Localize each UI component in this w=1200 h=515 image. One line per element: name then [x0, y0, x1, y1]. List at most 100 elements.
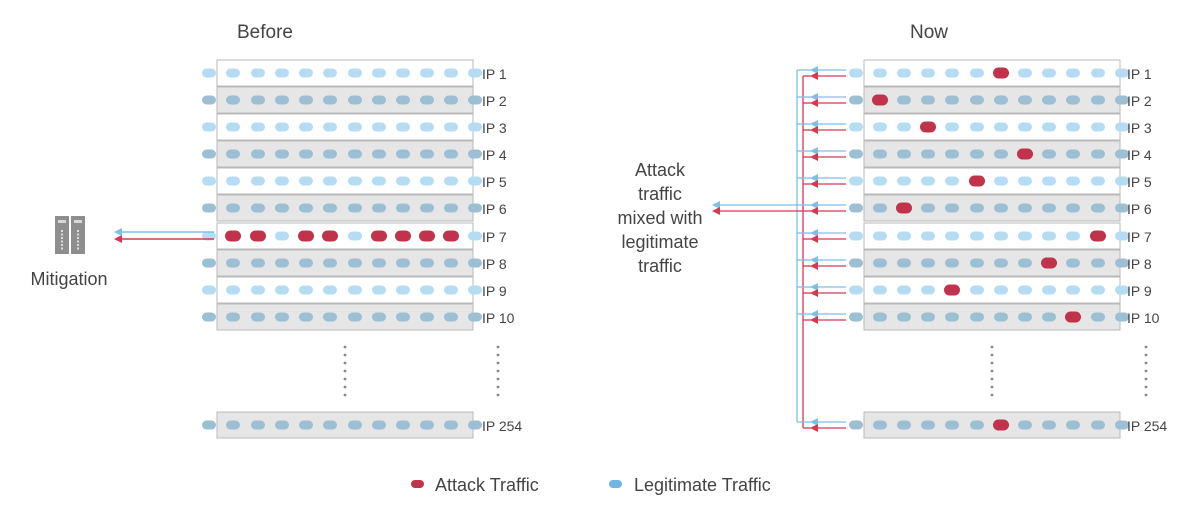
legit-packet	[299, 285, 313, 295]
before-ip-row: IP 2	[202, 86, 507, 114]
now-ip-row: IP 4	[810, 140, 1152, 168]
legit-packet	[1042, 285, 1056, 295]
ellipsis-dot	[496, 393, 500, 397]
legit-packet	[1018, 285, 1032, 295]
ellipsis-dot	[990, 369, 994, 373]
mixed-traffic-line: traffic	[638, 256, 682, 276]
legit-packet	[299, 258, 313, 268]
legit-packet	[226, 149, 240, 159]
legit-packet	[897, 95, 911, 105]
legit-packet	[396, 68, 410, 78]
ellipsis-dot	[1144, 353, 1148, 357]
legit-packet	[420, 122, 434, 132]
legit-packet	[348, 95, 362, 105]
legit-packet	[921, 258, 935, 268]
legit-packet	[945, 312, 959, 322]
legit-arrowhead	[810, 229, 818, 237]
legit-packet	[1115, 312, 1129, 322]
legit-packet	[251, 203, 265, 213]
legit-packet	[226, 312, 240, 322]
legit-packet	[1042, 420, 1056, 430]
legit-packet	[1042, 149, 1056, 159]
legit-packet	[873, 68, 887, 78]
legit-arrowhead	[810, 201, 818, 209]
ellipsis-dot	[343, 353, 347, 357]
legit-packet	[275, 95, 289, 105]
legit-packet	[897, 312, 911, 322]
ellipsis-dot	[496, 385, 500, 389]
legit-packet	[348, 149, 362, 159]
legit-packet	[945, 231, 959, 241]
legit-packet	[897, 176, 911, 186]
now-ip-row: IP 9	[810, 276, 1152, 304]
server-led	[61, 247, 63, 250]
ellipsis-dot	[343, 361, 347, 365]
legit-packet	[1018, 231, 1032, 241]
legit-packet	[348, 312, 362, 322]
legit-packet	[348, 420, 362, 430]
legit-packet	[468, 122, 482, 132]
ellipsis-dot	[496, 361, 500, 365]
legit-packet	[945, 95, 959, 105]
legend-attack-swatch	[411, 480, 424, 488]
legit-packet	[1066, 122, 1080, 132]
legit-packet	[251, 149, 265, 159]
legit-packet	[202, 203, 216, 213]
legit-packet	[921, 285, 935, 295]
legit-packet	[468, 149, 482, 159]
legit-packet	[226, 258, 240, 268]
legit-packet	[468, 176, 482, 186]
legit-packet	[1042, 176, 1056, 186]
legit-packet	[1042, 122, 1056, 132]
legit-packet	[970, 285, 984, 295]
legit-packet	[921, 231, 935, 241]
legit-packet	[323, 203, 337, 213]
legit-packet	[323, 258, 337, 268]
legit-packet	[1018, 203, 1032, 213]
legit-packet	[348, 122, 362, 132]
attack-packet	[993, 419, 1009, 431]
ip-label: IP 254	[1127, 418, 1167, 434]
legit-packet	[372, 68, 386, 78]
legit-packet	[323, 122, 337, 132]
legit-packet	[468, 312, 482, 322]
legit-packet	[396, 258, 410, 268]
attack-packet	[920, 121, 936, 133]
server-slot	[58, 220, 66, 223]
before-ip-row: IP 7	[202, 222, 507, 250]
legit-packet	[994, 203, 1008, 213]
ellipsis-dot	[343, 345, 347, 349]
legit-packet	[994, 231, 1008, 241]
server-led	[77, 233, 79, 236]
legit-packet	[945, 420, 959, 430]
attack-arrowhead	[810, 99, 818, 107]
legit-packet	[275, 122, 289, 132]
legit-packet	[849, 312, 863, 322]
legit-packet	[372, 420, 386, 430]
before-ip-row: IP 5	[202, 167, 507, 195]
legit-arrowhead	[810, 147, 818, 155]
legit-packet	[348, 231, 362, 241]
legit-packet	[994, 258, 1008, 268]
legit-packet	[1091, 312, 1105, 322]
legend-legit-swatch	[609, 480, 622, 488]
legit-packet	[226, 95, 240, 105]
legit-packet	[849, 149, 863, 159]
legit-packet	[251, 312, 265, 322]
legit-packet	[396, 203, 410, 213]
legit-packet	[849, 231, 863, 241]
legit-packet	[468, 68, 482, 78]
attack-arrowhead	[810, 316, 818, 324]
legit-packet	[444, 312, 458, 322]
legit-packet	[372, 203, 386, 213]
legit-packet	[299, 95, 313, 105]
ip-label: IP 7	[1127, 229, 1152, 245]
ip-label: IP 6	[482, 201, 507, 217]
ellipsis-dot	[1144, 369, 1148, 373]
server-led	[61, 244, 63, 246]
attack-packet	[1065, 311, 1081, 323]
attack-packet	[419, 230, 435, 242]
attack-packet	[225, 230, 241, 242]
legit-packet	[1115, 258, 1129, 268]
